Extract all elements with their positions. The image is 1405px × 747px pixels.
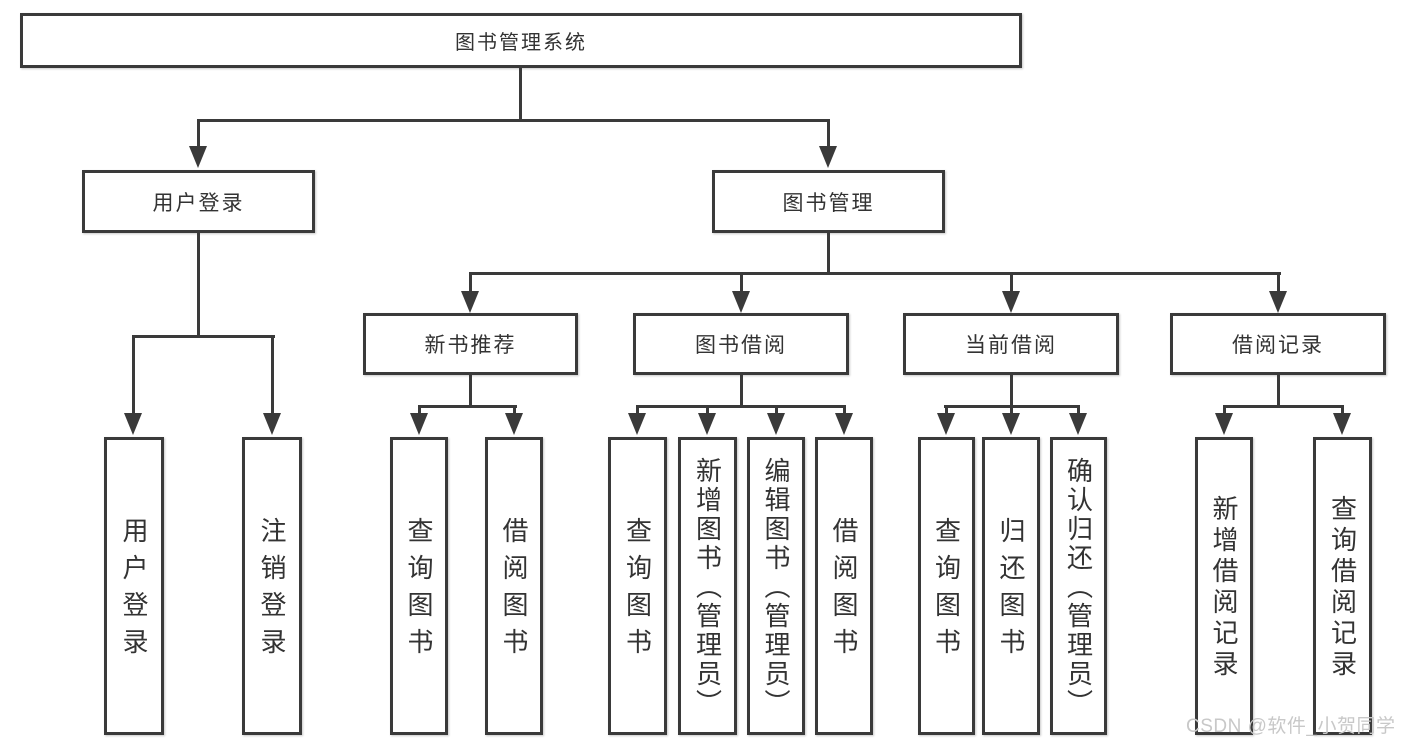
- node-root-label: 图书管理系统: [455, 32, 587, 54]
- connector-drop-leaf: [1077, 405, 1080, 415]
- connector-drop-leaf: [513, 405, 516, 415]
- leaf-user-login: 用户登录: [104, 437, 164, 735]
- arrowhead-icon: [698, 413, 716, 435]
- arrowhead-icon: [1269, 291, 1287, 313]
- connector-drop-leaf: [775, 405, 778, 415]
- connector-drop-leaf: [1223, 405, 1226, 415]
- leaf-label: 新增借阅记录: [1209, 495, 1239, 681]
- connector-book-borrow-trunk: [740, 375, 743, 408]
- node-user-login: 用户登录: [82, 170, 315, 233]
- connector-current-borrow-trunk: [1010, 375, 1013, 408]
- connector-level2-bar: [197, 119, 830, 122]
- connector-drop-leaf: [418, 405, 421, 415]
- node-current-borrow-label: 当前借阅: [965, 334, 1057, 357]
- leaf-label: 查询图书: [931, 517, 962, 665]
- leaf-logout: 注销登录: [242, 437, 302, 735]
- arrowhead-icon: [263, 413, 281, 435]
- connector-drop-user-login: [197, 119, 200, 148]
- node-new-book: 新书推荐: [363, 313, 578, 375]
- leaf-label: 编辑图书（管理员）: [761, 456, 791, 718]
- node-book-mgmt: 图书管理: [712, 170, 945, 233]
- leaf-borrow-books: 借阅图书: [485, 437, 543, 735]
- leaf-label: 查询图书: [622, 517, 653, 665]
- connector-drop-book-mgmt: [827, 119, 830, 148]
- connector-level3-bar: [469, 272, 1281, 275]
- leaf-label: 用户登录: [119, 517, 149, 665]
- connector-drop-leaf: [706, 405, 709, 415]
- leaf-label: 查询图书: [404, 517, 434, 665]
- node-book-borrow: 图书借阅: [633, 313, 849, 375]
- csdn-watermark: CSDN @软件_小贺同学: [1186, 716, 1396, 737]
- arrowhead-icon: [1333, 413, 1351, 435]
- leaf-query-books: 查询图书: [390, 437, 448, 735]
- node-current-borrow: 当前借阅: [903, 313, 1119, 375]
- leaf-label: 归还图书: [996, 517, 1026, 665]
- node-borrow-record: 借阅记录: [1170, 313, 1386, 375]
- node-user-login-label: 用户登录: [152, 191, 245, 215]
- arrowhead-icon: [628, 413, 646, 435]
- node-book-mgmt-label: 图书管理: [782, 191, 875, 215]
- connector-drop-leaf: [271, 335, 274, 415]
- connector-drop-leaf: [843, 405, 846, 415]
- node-borrow-record-label: 借阅记录: [1232, 334, 1324, 357]
- connector-user-login-bar: [132, 335, 275, 338]
- connector-borrow-record-trunk: [1277, 375, 1280, 408]
- arrowhead-icon: [819, 146, 837, 168]
- arrowhead-icon: [505, 413, 523, 435]
- leaf-label: 借阅图书: [499, 517, 529, 665]
- arrowhead-icon: [1215, 413, 1233, 435]
- leaf-borrow-books: 借阅图书: [815, 437, 873, 735]
- connector-drop-new-book: [469, 272, 472, 293]
- arrowhead-icon: [1002, 291, 1020, 313]
- connector-borrow-record-bar: [1223, 405, 1344, 408]
- leaf-confirm-return-admin: 确认归还（管理员）: [1050, 437, 1107, 735]
- leaf-label: 确认归还（管理员）: [1063, 456, 1094, 718]
- connector-root-trunk: [519, 68, 522, 122]
- leaf-label: 注销登录: [257, 517, 287, 665]
- connector-drop-leaf: [1010, 405, 1013, 415]
- arrowhead-icon: [124, 413, 142, 435]
- arrowhead-icon: [937, 413, 955, 435]
- connector-new-book-trunk: [469, 375, 472, 408]
- connector-drop-leaf: [636, 405, 639, 415]
- connector-drop-leaf: [945, 405, 948, 415]
- leaf-edit-books-admin: 编辑图书（管理员）: [747, 437, 805, 735]
- leaf-add-borrow-record: 新增借阅记录: [1195, 437, 1253, 735]
- connector-new-book-bar: [418, 405, 517, 408]
- leaf-query-books: 查询图书: [918, 437, 975, 735]
- leaf-query-books: 查询图书: [608, 437, 667, 735]
- leaf-query-borrow-record: 查询借阅记录: [1313, 437, 1372, 735]
- connector-drop-current-borrow: [1010, 272, 1013, 293]
- connector-book-borrow-bar: [636, 405, 846, 408]
- connector-drop-borrow-record: [1277, 272, 1280, 293]
- arrowhead-icon: [767, 413, 785, 435]
- leaf-return-books: 归还图书: [982, 437, 1040, 735]
- connector-user-login-trunk: [197, 233, 200, 337]
- connector-drop-leaf: [132, 335, 135, 415]
- arrowhead-icon: [835, 413, 853, 435]
- connector-drop-book-borrow: [740, 272, 743, 293]
- arrowhead-icon: [410, 413, 428, 435]
- arrowhead-icon: [1069, 413, 1087, 435]
- arrowhead-icon: [732, 291, 750, 313]
- node-book-borrow-label: 图书借阅: [695, 334, 787, 357]
- connector-drop-leaf: [1341, 405, 1344, 415]
- arrowhead-icon: [461, 291, 479, 313]
- leaf-label: 新增图书（管理员）: [692, 456, 723, 718]
- leaf-add-books-admin: 新增图书（管理员）: [678, 437, 737, 735]
- arrowhead-icon: [189, 146, 207, 168]
- leaf-label: 查询借阅记录: [1327, 495, 1358, 681]
- arrowhead-icon: [1002, 413, 1020, 435]
- leaf-label: 借阅图书: [829, 517, 859, 665]
- node-new-book-label: 新书推荐: [424, 334, 517, 357]
- node-root: 图书管理系统: [20, 13, 1022, 68]
- connector-book-mgmt-trunk: [827, 233, 830, 275]
